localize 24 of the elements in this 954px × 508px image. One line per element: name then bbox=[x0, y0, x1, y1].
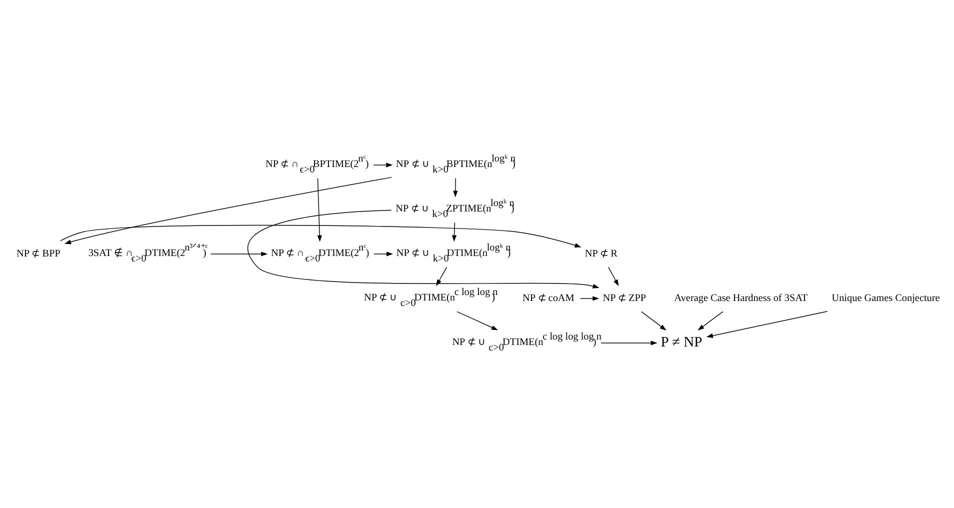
node-text: NP ⊄ ZPP bbox=[602, 293, 646, 304]
arrow bbox=[247, 210, 600, 288]
arrow bbox=[698, 311, 724, 330]
arrow bbox=[452, 222, 457, 242]
arrow bbox=[60, 224, 582, 248]
arrow bbox=[580, 296, 600, 301]
node-text: Average Case Hardness of 3SAT bbox=[674, 293, 808, 304]
node-text: P ≠ NP bbox=[660, 334, 702, 351]
arrow bbox=[436, 266, 448, 286]
arrow bbox=[453, 178, 458, 198]
arrow bbox=[641, 311, 666, 330]
arrow bbox=[64, 176, 392, 244]
arrow bbox=[706, 311, 828, 338]
arrow bbox=[373, 162, 393, 168]
arrow bbox=[374, 252, 394, 256]
node-text: Unique Games Conjecture bbox=[832, 293, 940, 304]
arrow bbox=[608, 266, 619, 286]
node-text: NP ⊄ coAM bbox=[522, 293, 574, 304]
arrow bbox=[317, 178, 322, 242]
node-text: NP ⊄ BPP bbox=[16, 248, 60, 260]
node-text: NP ⊄ R bbox=[584, 248, 618, 260]
arrow bbox=[210, 252, 268, 256]
arrow bbox=[456, 311, 498, 330]
arrow bbox=[600, 340, 658, 346]
